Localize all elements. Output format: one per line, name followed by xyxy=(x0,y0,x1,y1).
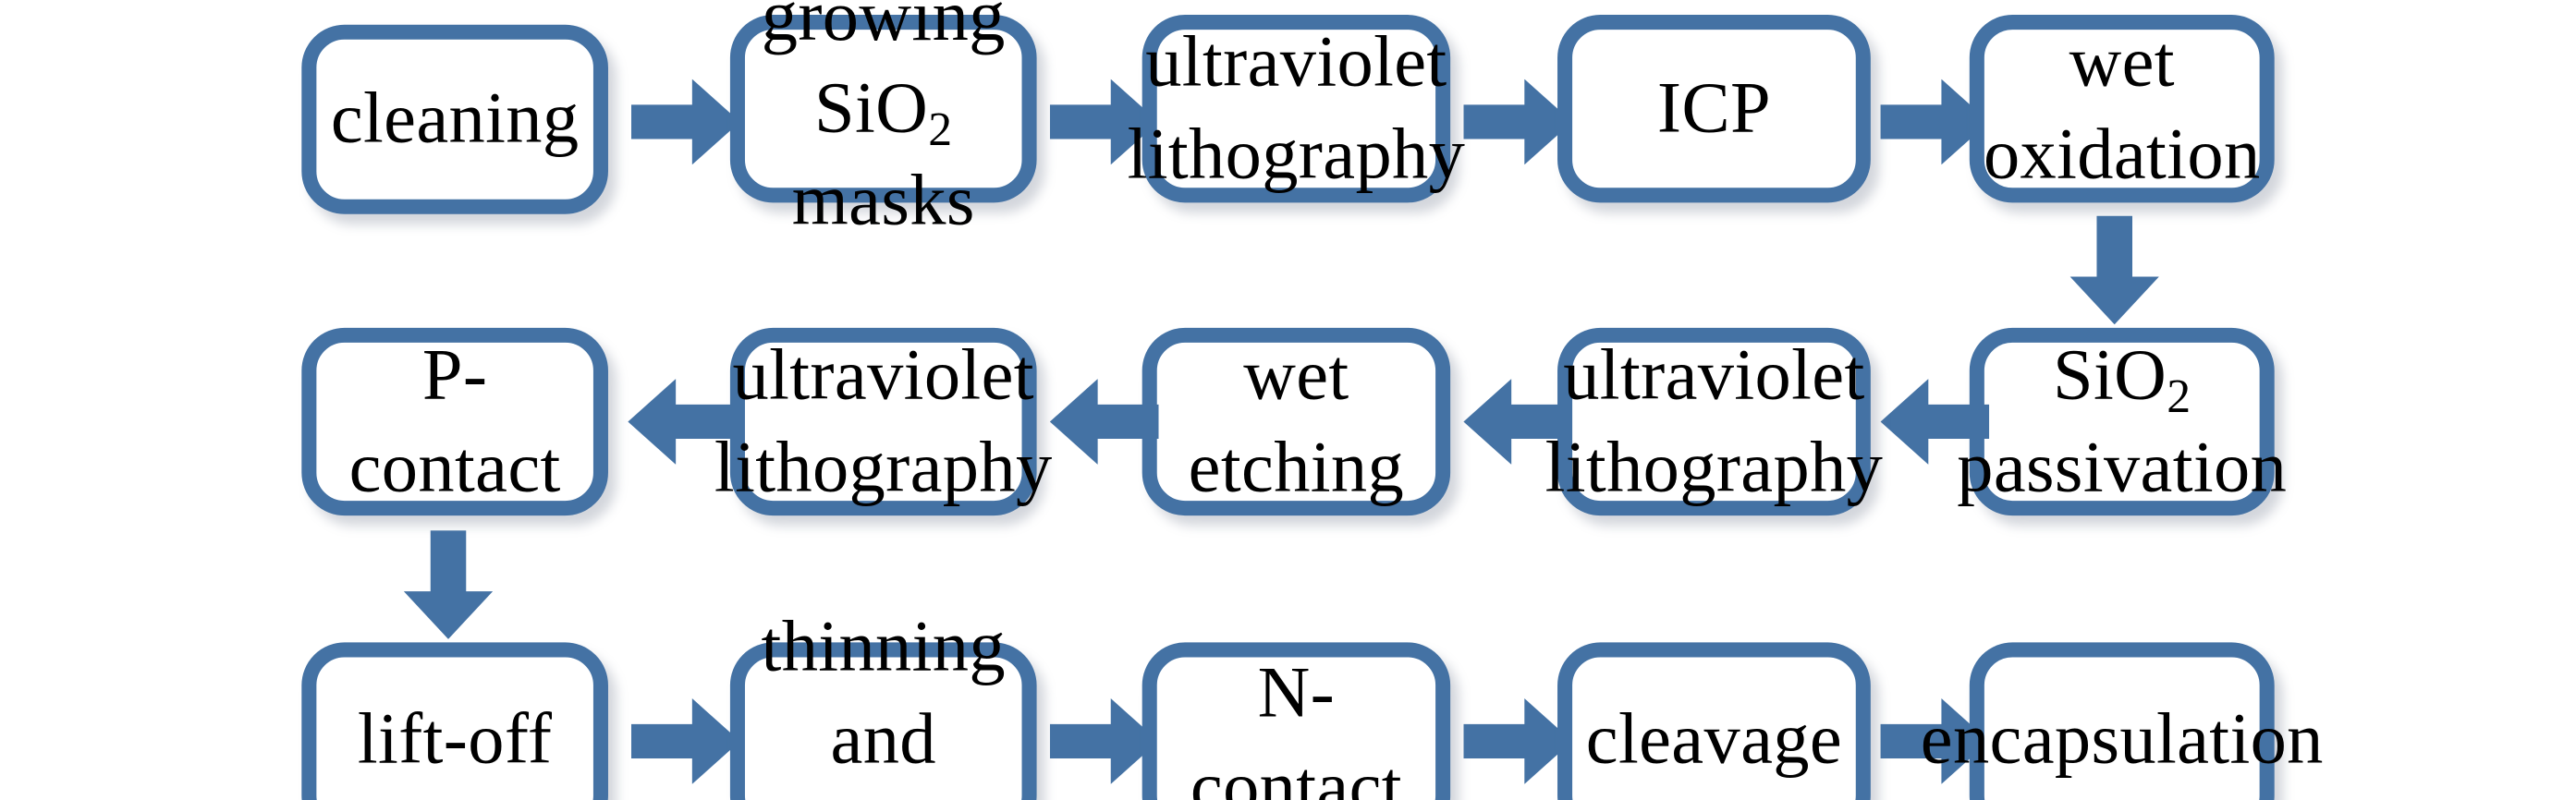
node-label-line2: lithography xyxy=(1127,114,1466,195)
node-label: cleaning xyxy=(330,78,580,159)
node-label-line1: wet xyxy=(1243,333,1349,415)
process-node-icp[interactable]: ICP xyxy=(1557,15,1871,203)
node-label: encapsulation xyxy=(1920,698,2324,781)
process-node-wet-oxidation[interactable]: wet oxidation xyxy=(1969,15,2275,203)
arrow-right-lift-off-to-thinning-and-polishing xyxy=(630,698,740,784)
node-label-line2: lithography xyxy=(714,426,1053,508)
arrow-down-wet-oxidation-to-sio2-passivation xyxy=(2069,215,2159,325)
subscript-2: 2 xyxy=(928,103,953,157)
node-label: ICP xyxy=(1656,67,1772,149)
arrow-right-cleaning-to-growing-sio2-masks xyxy=(630,79,740,165)
node-label-line2: masks xyxy=(791,160,975,241)
node-label-line2: lithography xyxy=(1544,426,1884,508)
node-label-line1: ultraviolet xyxy=(1563,333,1865,415)
node-label: N-contact xyxy=(1190,652,1402,800)
arrow-right-uv-litho-1-to-icp xyxy=(1463,79,1573,165)
node-label: ultraviolet lithography xyxy=(1114,16,1478,201)
process-node-ultraviolet-lithography-3[interactable]: ultraviolet lithography xyxy=(714,327,1052,516)
process-node-thinning-and-polishing[interactable]: thinning and polishing xyxy=(729,606,1037,800)
node-label-line1: ultraviolet xyxy=(1145,20,1447,102)
process-node-lift-off[interactable]: lift-off xyxy=(301,642,608,800)
node-label-line2: passivation xyxy=(1957,426,2288,508)
node-label: thinning and polishing xyxy=(734,601,1033,800)
node-label-line2: oxidation xyxy=(1983,114,2261,195)
node-label: ultraviolet lithography xyxy=(702,329,1066,515)
arrow-down-p-contact-to-lift-off xyxy=(403,530,494,639)
node-label: P-contact xyxy=(348,333,561,508)
arrow-right-n-contact-to-cleavage xyxy=(1463,698,1573,784)
subscript-2: 2 xyxy=(2167,370,2191,423)
node-label-line1: ultraviolet xyxy=(732,333,1034,415)
node-label: ultraviolet lithography xyxy=(1532,329,1896,515)
process-node-p-contact[interactable]: P-contact xyxy=(301,327,608,516)
node-label-line1: thinning xyxy=(761,606,1006,687)
process-node-cleaning[interactable]: cleaning xyxy=(301,24,608,214)
node-label: wet oxidation xyxy=(1971,16,2274,201)
node-label-line2: etching xyxy=(1188,426,1405,508)
node-label: lift-off xyxy=(357,698,553,781)
node-label: wet etching xyxy=(1175,329,1417,515)
node-label-line2: and polishing xyxy=(747,698,1019,800)
process-node-wet-etching[interactable]: wet etching xyxy=(1141,327,1451,516)
process-node-n-contact[interactable]: N-contact xyxy=(1141,642,1451,800)
node-label-line1: growing SiO xyxy=(761,0,1006,149)
node-label-line1: SiO xyxy=(2053,333,2167,415)
process-node-cleavage[interactable]: cleavage xyxy=(1557,642,1871,800)
process-node-encapsulation[interactable]: encapsulation xyxy=(1921,642,2323,800)
process-node-ultraviolet-lithography-2[interactable]: ultraviolet lithography xyxy=(1545,327,1883,516)
node-label: cleavage xyxy=(1585,698,1843,781)
node-label-line1: wet xyxy=(2069,20,2175,102)
process-node-ultraviolet-lithography-1[interactable]: ultraviolet lithography xyxy=(1128,15,1465,203)
